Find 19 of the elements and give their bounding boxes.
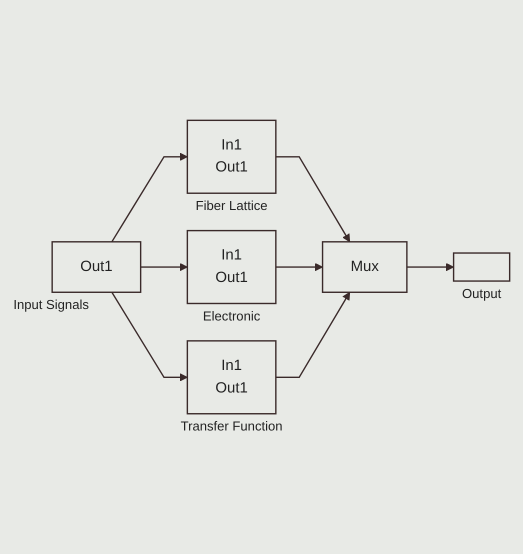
node-box <box>452 252 510 282</box>
block-caption: Electronic <box>202 308 260 323</box>
arrow <box>406 262 454 271</box>
node-box <box>51 240 142 293</box>
block-caption: Output <box>462 286 502 301</box>
arrow <box>276 262 323 271</box>
block-caption: Fiber Lattice <box>196 198 268 213</box>
arrow <box>111 152 188 242</box>
block-diagram: Out1 In1 Out1 In1 Out1 In1 Out1 Mux Input Signals Fiber Lattice Electronic Transfer Function Output <box>4 110 519 444</box>
node-box <box>322 240 408 293</box>
arrow <box>111 292 188 382</box>
arrow <box>276 292 350 378</box>
node-box <box>186 230 277 304</box>
arrow <box>140 262 188 271</box>
arrow <box>276 156 350 242</box>
block-caption: Input Signals <box>13 296 89 312</box>
node-box <box>186 340 277 414</box>
block-caption: Transfer Function <box>180 418 283 434</box>
node-box <box>186 119 277 194</box>
